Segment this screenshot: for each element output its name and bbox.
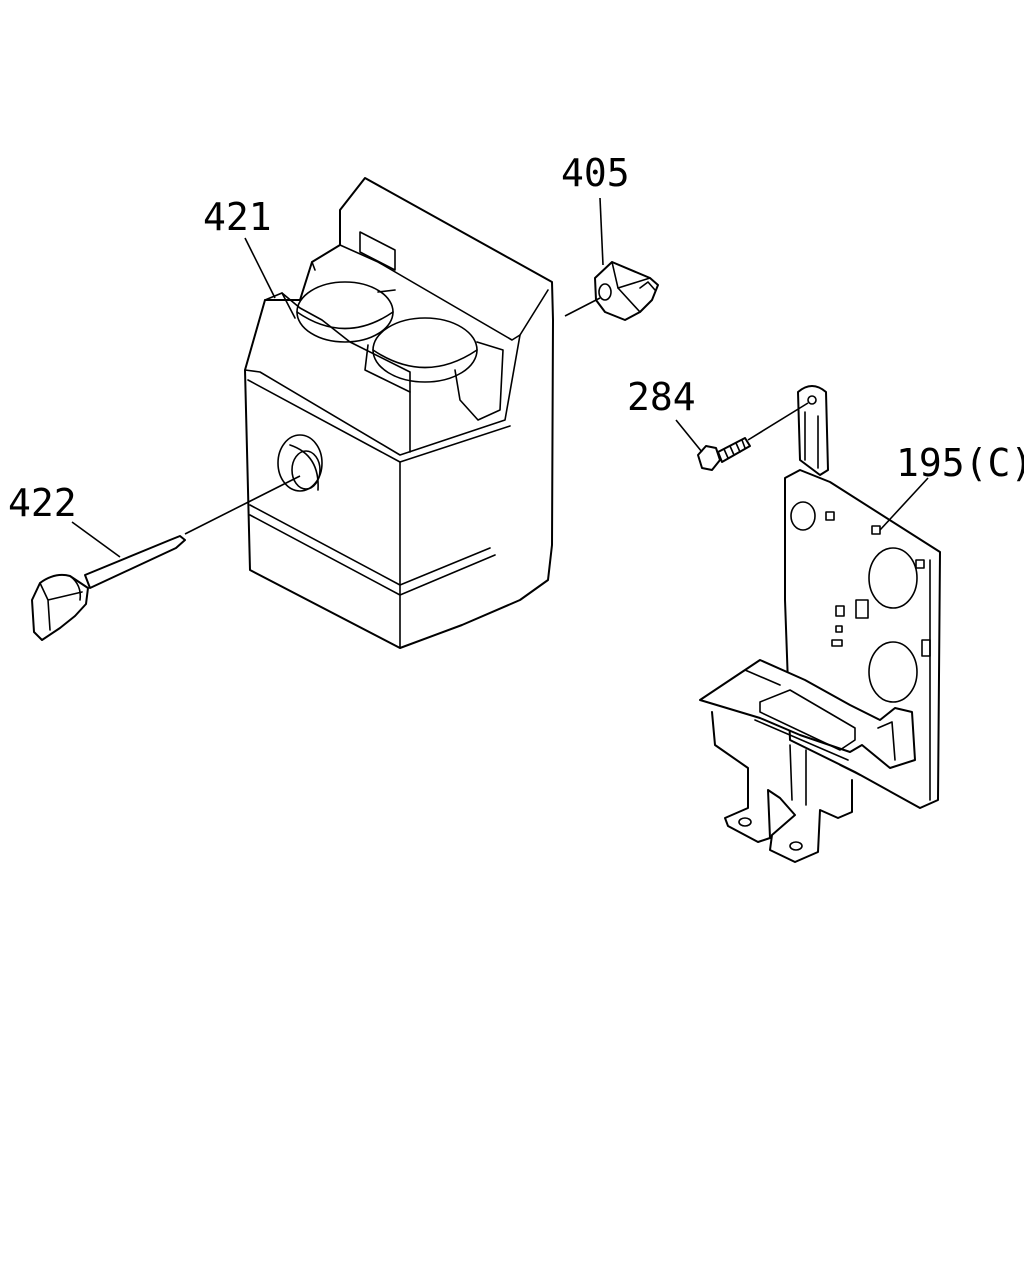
clip-405 [594,261,659,321]
callout-422: 422 [8,481,77,525]
callout-405: 405 [561,151,630,195]
screw-284 [697,437,751,471]
callout-421: 421 [203,195,272,239]
arrow-405-to-box [564,297,601,317]
callout-284: 284 [627,375,696,419]
bracket-195C [699,385,941,863]
leader-422 [71,521,121,558]
arrow-422-to-box [184,475,301,535]
console-box-421 [244,177,554,649]
knob-422 [31,535,186,641]
leader-284 [675,419,703,453]
leader-lines [71,197,929,558]
callout-195C: 195(C) [896,441,1024,485]
leader-421 [244,237,276,299]
leader-405 [599,197,604,266]
arrow-284-to-bracket [747,402,809,441]
leader-195C [879,477,929,531]
